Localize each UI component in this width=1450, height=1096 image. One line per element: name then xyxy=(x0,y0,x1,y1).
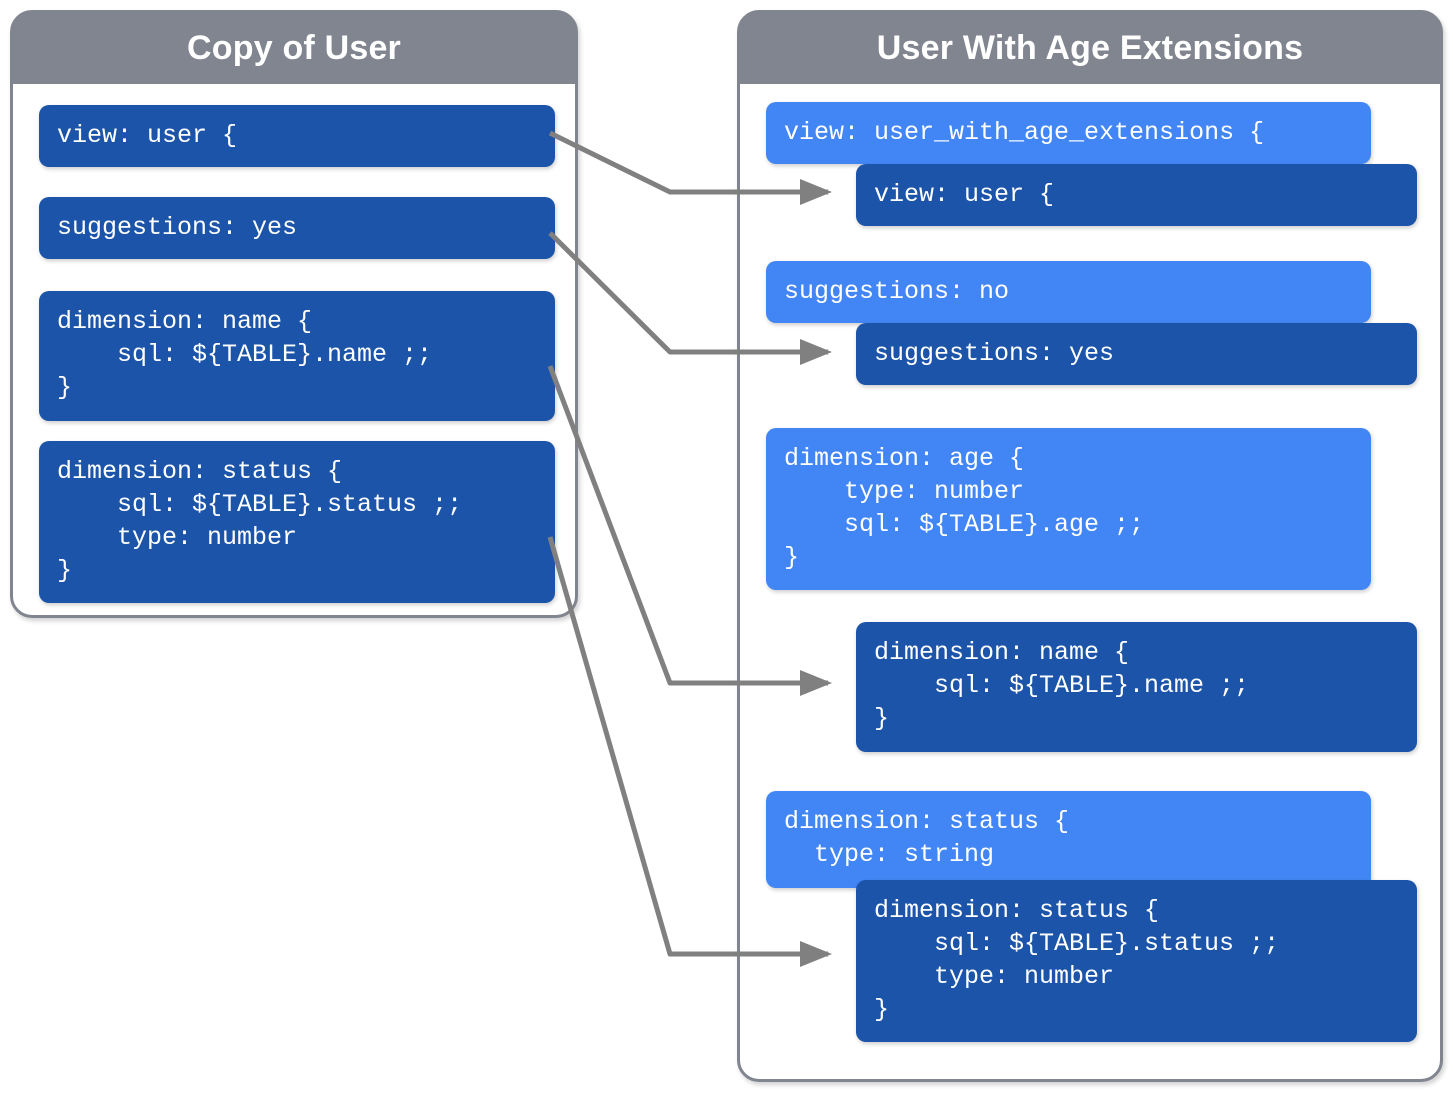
code-block-right-dimension-age[interactable]: dimension: age { type: number sql: ${TAB… xyxy=(766,428,1371,590)
code-block-right-dimension-status-dark[interactable]: dimension: status { sql: ${TABLE}.status… xyxy=(856,880,1417,1042)
panel-copy-of-user: Copy of User view: user { suggestions: y… xyxy=(10,10,578,618)
code-block-right-view-user[interactable]: view: user { xyxy=(856,164,1417,226)
panel-right-title: User With Age Extensions xyxy=(876,28,1304,67)
code-block-right-view-extension[interactable]: view: user_with_age_extensions { xyxy=(766,102,1371,164)
code-block-left-dimension-name[interactable]: dimension: name { sql: ${TABLE}.name ;; … xyxy=(39,291,555,421)
panel-left-title: Copy of User xyxy=(187,28,401,67)
panel-user-with-age-extensions: User With Age Extensions view: user_with… xyxy=(737,10,1443,1082)
panel-left-header: Copy of User xyxy=(12,12,576,84)
panel-left-body: view: user { suggestions: yes dimension:… xyxy=(13,84,575,614)
panel-right-body: view: user_with_age_extensions { view: u… xyxy=(740,84,1440,1078)
code-block-right-suggestions-yes[interactable]: suggestions: yes xyxy=(856,323,1417,385)
code-block-right-dimension-status-light[interactable]: dimension: status { type: string xyxy=(766,791,1371,888)
panel-right-header: User With Age Extensions xyxy=(739,12,1441,84)
code-block-left-dimension-status[interactable]: dimension: status { sql: ${TABLE}.status… xyxy=(39,441,555,603)
code-block-right-suggestions-no[interactable]: suggestions: no xyxy=(766,261,1371,323)
code-block-right-dimension-name[interactable]: dimension: name { sql: ${TABLE}.name ;; … xyxy=(856,622,1417,752)
code-block-left-suggestions[interactable]: suggestions: yes xyxy=(39,197,555,259)
code-block-left-view[interactable]: view: user { xyxy=(39,105,555,167)
